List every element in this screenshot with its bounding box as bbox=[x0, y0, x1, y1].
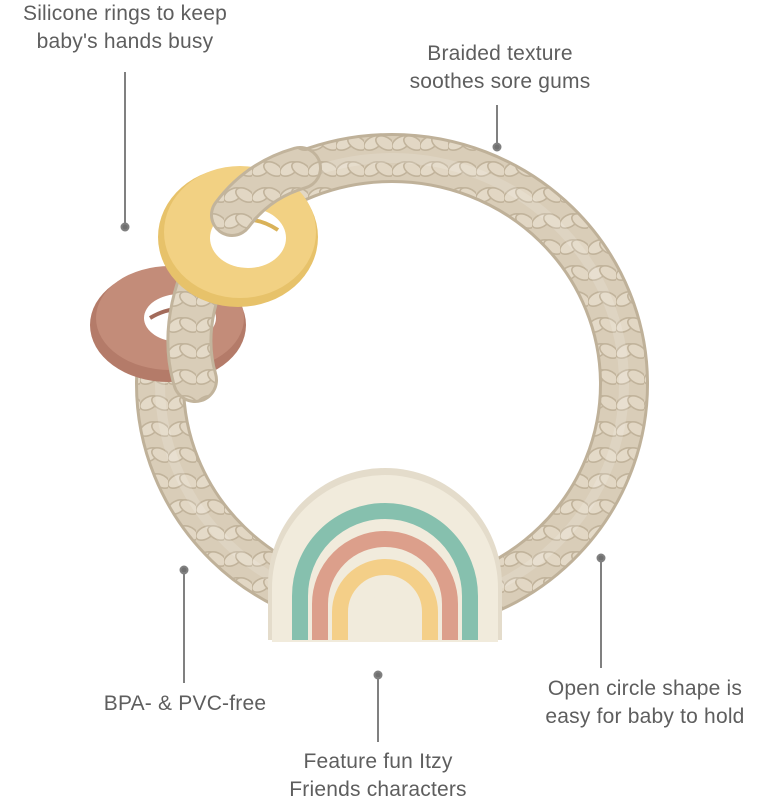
callout-silicone-rings-line-2: baby's hands busy bbox=[36, 30, 214, 53]
callout-silicone-rings-line-1: Silicone rings to keep bbox=[22, 2, 227, 25]
callout-open-circle-line-2: easy for baby to hold bbox=[545, 705, 745, 728]
callout-braided-texture: Braided texture soothes sore gums bbox=[390, 40, 610, 96]
callout-braided-texture-line-2: soothes sore gums bbox=[409, 70, 591, 93]
callout-open-circle: Open circle shape is easy for baby to ho… bbox=[525, 675, 765, 731]
callout-lines bbox=[120, 72, 606, 742]
callout-dot-braided bbox=[492, 142, 502, 152]
callout-silicone-rings: Silicone rings to keep baby's hands busy bbox=[0, 0, 250, 56]
callout-fun-characters: Feature fun Itzy Friends characters bbox=[268, 748, 488, 800]
callout-bpa-free-line-1: BPA- & PVC-free bbox=[103, 692, 267, 715]
rainbow-charm bbox=[268, 468, 502, 642]
callout-braided-texture-line-1: Braided texture bbox=[427, 42, 573, 65]
callout-bpa-free: BPA- & PVC-free bbox=[70, 690, 300, 718]
callout-open-circle-line-1: Open circle shape is bbox=[547, 677, 743, 700]
callout-dot-silicone bbox=[120, 222, 130, 232]
callout-fun-characters-line-1: Feature fun Itzy bbox=[303, 750, 453, 773]
callout-fun-characters-line-2: Friends characters bbox=[289, 778, 467, 800]
